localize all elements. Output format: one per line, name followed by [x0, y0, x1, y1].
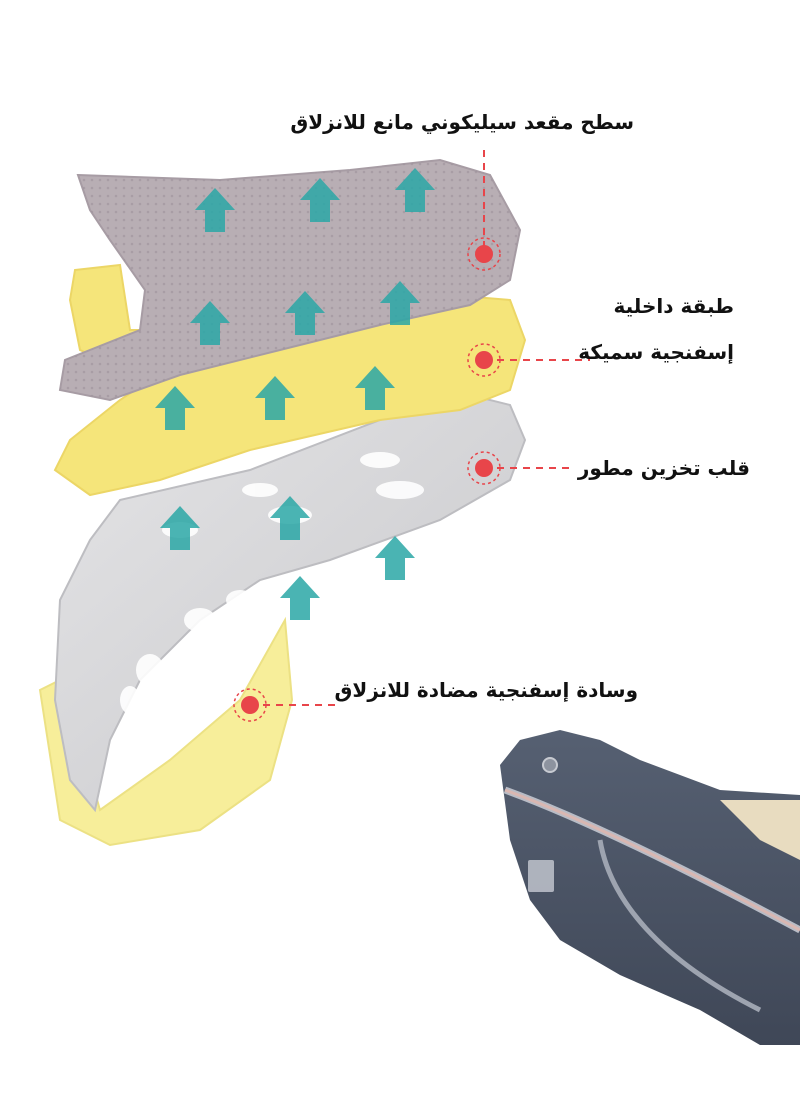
label-inner-layer: طبقة داخلية [613, 294, 734, 318]
leader-lines [250, 150, 590, 706]
label-silicone-surface: سطح مقعد سيليكوني مانع للانزلاق [290, 110, 634, 134]
label-storage-core: قلب تخزين مطور [577, 456, 750, 480]
label-antislip-cushion: وسادة إسفنجية مضادة للانزلاق [334, 678, 638, 702]
hip-seat-product-photo [500, 730, 800, 1045]
label-thick-foam: إسفنجية سميكة [578, 340, 734, 364]
red-dot-marker-icon [233, 237, 501, 722]
